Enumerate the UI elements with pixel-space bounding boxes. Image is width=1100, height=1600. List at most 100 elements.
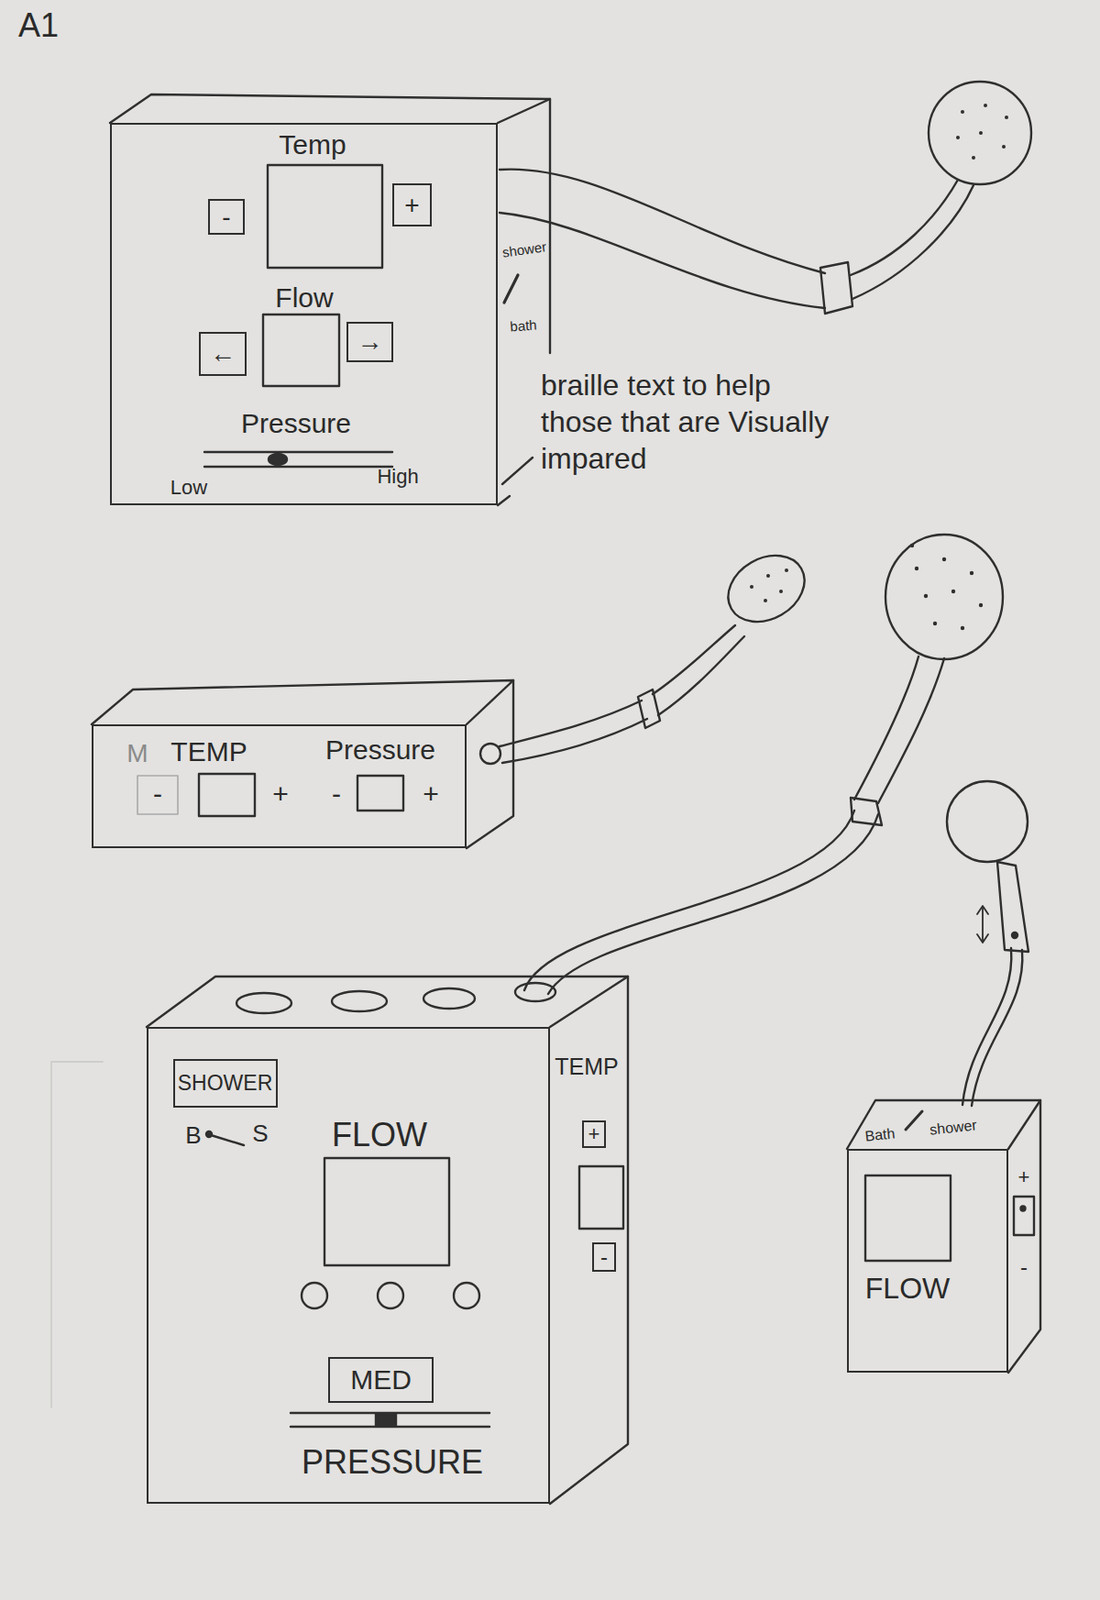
panel-three-body: [579, 1166, 624, 1229]
panel-label: +: [272, 780, 289, 808]
panel-label: M: [126, 740, 148, 767]
panel-three-body: [550, 976, 628, 1504]
panel-label: PRESSURE: [301, 1445, 484, 1479]
shower-hose-three: [524, 534, 1003, 994]
panel-four-body: [847, 1100, 1041, 1149]
control-panel-face: B S FLOW PRESSURE SHOWER MED: [146, 1026, 550, 1504]
panel-two-body: [91, 680, 514, 848]
panel-three-body: [210, 1134, 244, 1145]
shower-hose-one: [1001, 144, 1006, 149]
panel-three-body: [51, 976, 628, 1504]
panel-one-body: [549, 99, 551, 353]
shower-hose-two: [784, 568, 789, 572]
panel-four-body: [865, 1175, 951, 1261]
panel-label: High: [376, 466, 418, 487]
panel-three-body: [236, 992, 292, 1013]
shower-hose-two: [499, 541, 817, 763]
shower-hose-one: [928, 81, 1032, 185]
panel-label: -: [331, 780, 341, 808]
arrow-button: →: [346, 321, 394, 363]
side-symbol: -: [1020, 1255, 1028, 1278]
panel-three-body: [301, 1282, 328, 1309]
panel-label: S: [252, 1121, 268, 1145]
shower-hose-four: [962, 947, 1012, 1105]
control-panel-face: TempFlowPressureLowHigh-+←→: [110, 122, 498, 506]
panel-one-body: [502, 457, 533, 484]
shower-hose-two: [779, 589, 783, 594]
panel-two-body: [137, 775, 178, 814]
shower-hose-three: [885, 534, 1003, 660]
panel-one-body: [110, 94, 550, 123]
shower-hose-three: [942, 557, 946, 561]
shower-hose-one: [499, 81, 1032, 314]
shower-hose-two: [763, 598, 768, 603]
panel-one-body: [204, 451, 393, 453]
panel-one-body: [263, 314, 340, 386]
control-panel-face: MTEMPPressure-+-+: [91, 724, 467, 848]
button-label: +: [404, 192, 419, 219]
shower-hose-one: [850, 179, 958, 275]
shower-hose-one: [956, 103, 1009, 160]
panel-three-body: [453, 1282, 480, 1309]
shower-hose-four: [997, 861, 1029, 952]
shower-hose-three: [548, 814, 879, 994]
panel-label: FLOW: [331, 1118, 428, 1152]
plus-button: +: [582, 1120, 606, 1148]
shower-hose-one: [971, 155, 976, 160]
shower-hose-one: [499, 212, 825, 308]
shower-hose-four: [981, 907, 984, 941]
panel-two-body: [91, 680, 514, 725]
panel-label: B: [185, 1122, 201, 1147]
shower-hose-three: [960, 626, 965, 630]
button-label: MED: [350, 1365, 412, 1394]
panel-two-body: [480, 743, 501, 764]
shower-hose-one: [820, 262, 853, 314]
shower-hose-one: [956, 135, 960, 140]
shower-hose-three: [910, 543, 983, 630]
button-label: -: [600, 1245, 608, 1268]
shower-hose-two: [638, 689, 660, 728]
panel-one-body: [497, 495, 510, 506]
panel-one-body: [504, 275, 518, 303]
switch-label: Bath: [864, 1125, 896, 1144]
shower-hose-three: [850, 797, 882, 825]
panel-one-body: [268, 453, 287, 465]
panel-label: Low: [170, 477, 208, 498]
panel-four-body: [1013, 1196, 1034, 1235]
panel-four-body: [1008, 1100, 1041, 1373]
shower-hose-one: [1004, 115, 1009, 120]
shower-hose-two: [766, 573, 770, 578]
sheet-number: A1: [18, 9, 59, 43]
panel-three-body: [331, 990, 387, 1012]
switch-label: shower: [501, 239, 548, 260]
panel-label: Flow: [275, 284, 333, 312]
switch-label: shower: [929, 1117, 979, 1137]
panel-label: FLOW: [865, 1273, 950, 1303]
shower-hose-four: [977, 905, 989, 943]
note-text: braille text to help those that are Visu…: [540, 366, 844, 477]
shower-hose-one: [983, 103, 988, 108]
panel-label: Pressure: [241, 409, 352, 438]
button-label: ←: [209, 341, 236, 367]
shower-hose-three: [951, 589, 956, 594]
shower-hose-two: [499, 700, 642, 747]
button-label: SHOWER: [177, 1072, 274, 1094]
shower-hose-three: [910, 543, 914, 548]
panel-four-body: [1021, 1206, 1026, 1211]
shower-hose-three: [924, 594, 928, 598]
shower-hose-three: [914, 566, 919, 571]
panel-three-body: [51, 1061, 103, 1408]
panel-label: TEMP: [170, 737, 247, 766]
button-label: →: [357, 329, 384, 355]
shower-hose-three: [969, 571, 974, 575]
switch-label: bath: [509, 317, 538, 333]
shower-hose-three: [979, 603, 983, 607]
panel-three-body: [324, 1157, 450, 1265]
shower-hose-three: [524, 810, 855, 990]
panel-two-body: [357, 775, 404, 811]
panel-two-body: [466, 680, 514, 848]
shower-hose-four: [946, 781, 1029, 1106]
panel-three-body: [375, 1413, 396, 1426]
shower-hose-two: [749, 584, 754, 589]
button-label: -: [221, 204, 231, 231]
